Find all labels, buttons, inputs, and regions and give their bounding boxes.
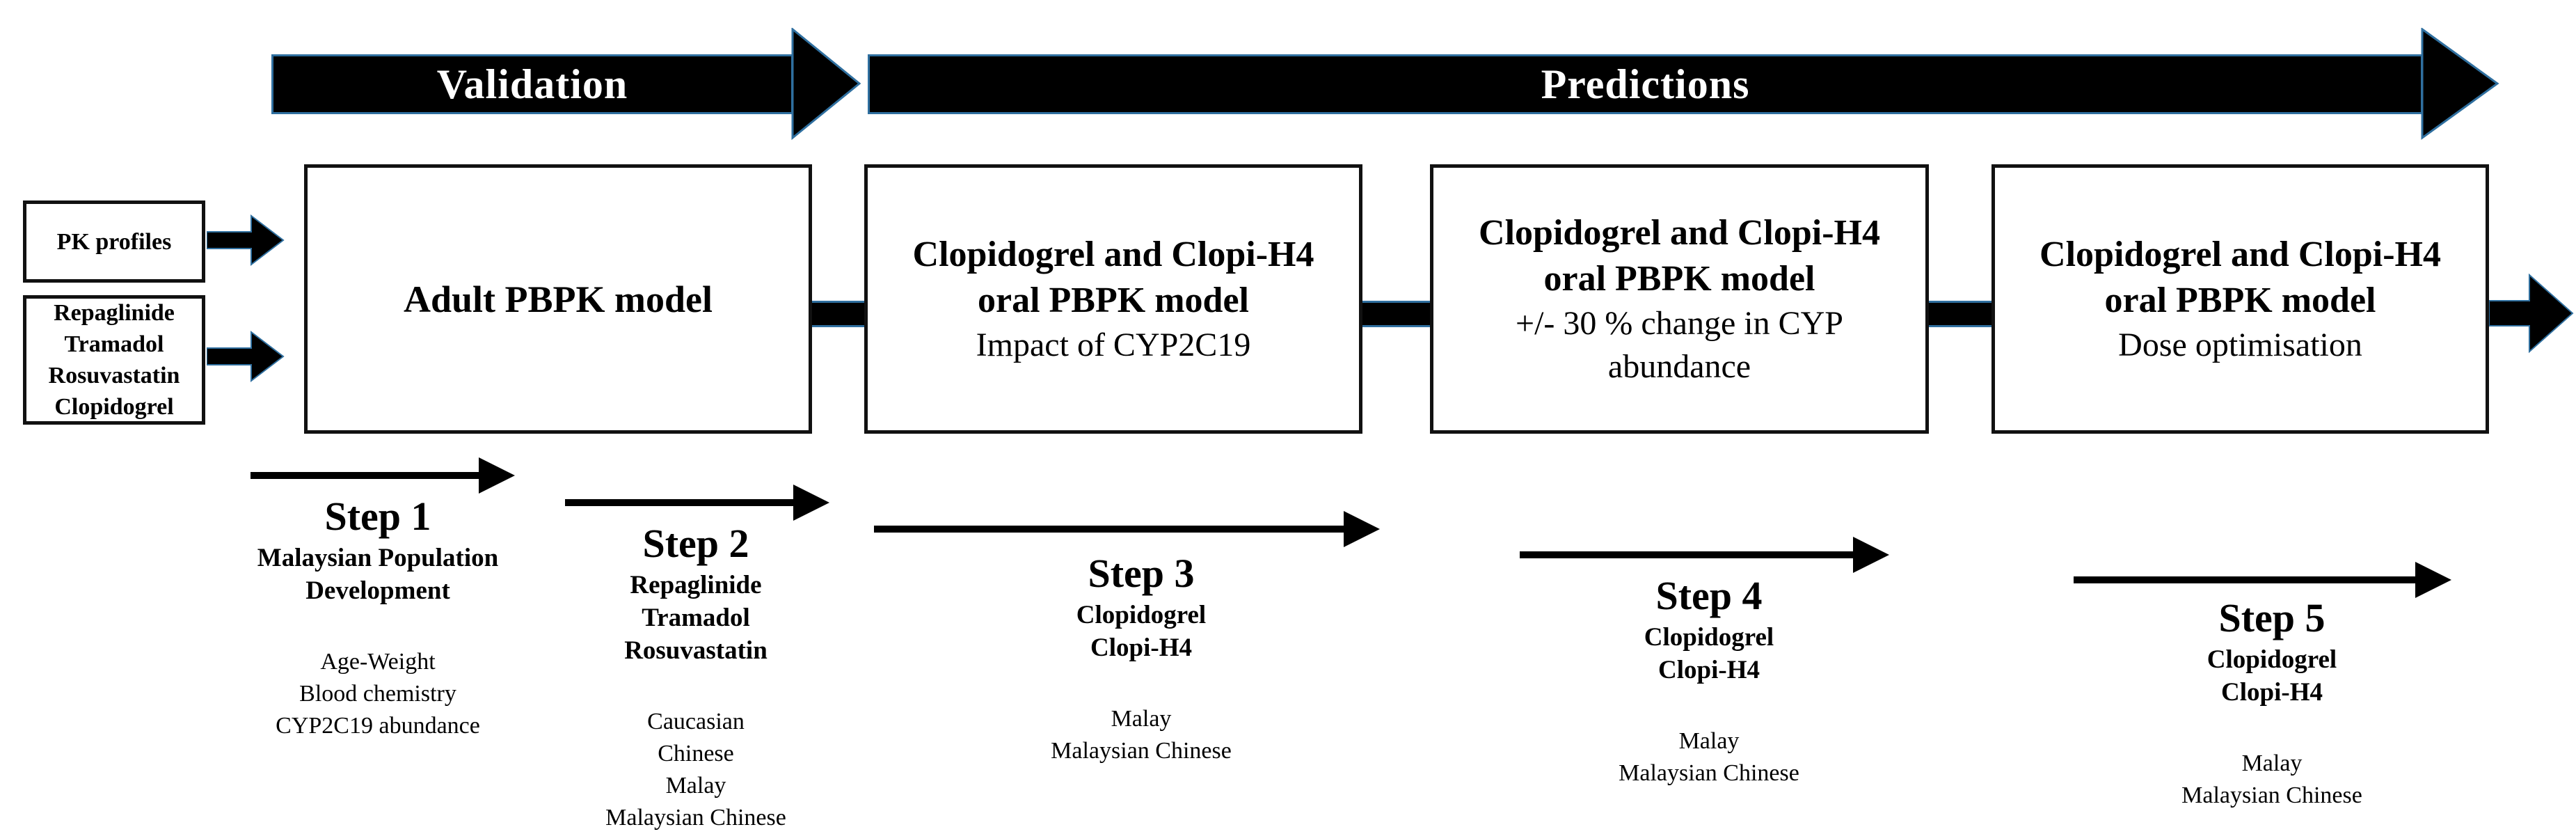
model-box-cyp2c19-impact: Clopidogrel and Clopi-H4 oral PBPK model…	[864, 164, 1362, 434]
step-bold-line: Repaglinide	[630, 571, 762, 599]
step-plain-line: Malaysian Chinese	[1051, 738, 1232, 764]
step-bold-line: Rosuvastatin	[624, 636, 768, 665]
step-plain-line: CYP2C19 abundance	[276, 713, 480, 739]
step-bold-line: Clopi-H4	[1090, 634, 1192, 662]
connector-model3-model4	[1924, 301, 1996, 327]
model-title-line: Adult PBPK model	[403, 278, 713, 320]
step-bold-line: Clopidogrel	[1076, 601, 1207, 629]
model-sub-line: Impact of CYP2C19	[976, 326, 1251, 363]
step1-arrow-icon	[251, 457, 515, 494]
step-title: Step 5	[2218, 595, 2325, 640]
model-box-dose-optimisation: Clopidogrel and Clopi-H4 oral PBPK model…	[1991, 164, 2489, 434]
step-title: Step 2	[642, 521, 749, 566]
step-plain-line: Age-Weight	[320, 649, 436, 675]
step-title: Step 3	[1088, 551, 1195, 596]
model-sub-line: abundance	[1607, 347, 1751, 385]
step-bold-line: Clopidogrel	[2207, 645, 2337, 674]
model-title-line: Clopidogrel and Clopi-H4	[912, 234, 1314, 274]
step1-block: Step 1 Malaysian Population Development …	[169, 491, 587, 742]
step-bold-line: Clopi-H4	[2221, 678, 2323, 707]
step-bold-line: Clopi-H4	[1658, 656, 1760, 684]
step-plain-line: Malay	[1111, 706, 1172, 732]
spacer	[2063, 709, 2481, 748]
step-plain-line: Chinese	[658, 741, 734, 766]
step-title: Step 1	[324, 494, 431, 539]
input-box-validation-drugs: Repaglinide Tramadol Rosuvastatin Clopid…	[23, 295, 205, 425]
step-title: Step 4	[1655, 573, 1763, 618]
step2-block: Step 2 Repaglinide Tramadol Rosuvastatin…	[487, 519, 905, 834]
validation-arrow-head-icon	[791, 28, 861, 141]
pk-profiles-arrow-icon	[207, 214, 285, 267]
step-plain-line: Malay	[1678, 728, 1740, 754]
step-plain-line: Malay	[665, 773, 726, 798]
model-title-line: oral PBPK model	[978, 280, 1249, 320]
step5-arrow-icon	[2074, 562, 2451, 598]
predictions-arrow-head-icon	[2421, 28, 2499, 140]
input-line: PK profiles	[56, 228, 172, 255]
step-bold-line: Clopidogrel	[1644, 623, 1774, 652]
connector-model2-model3	[1357, 301, 1435, 327]
step-plain-line: Malaysian Chinese	[605, 805, 786, 831]
step-plain-line: Malaysian Chinese	[1619, 760, 1799, 786]
step-bold-line: Development	[305, 576, 450, 605]
model-box-adult-pbpk: Adult PBPK model	[304, 164, 812, 434]
step-plain-line: Blood chemistry	[299, 681, 456, 707]
step-bold-line: Tramadol	[642, 604, 750, 632]
step5-block: Step 5 Clopidogrel Clopi-H4 Malay Malays…	[2063, 593, 2481, 812]
model-box-cyp-abundance-change: Clopidogrel and Clopi-H4 oral PBPK model…	[1430, 164, 1929, 434]
model-title-line: Clopidogrel and Clopi-H4	[1479, 212, 1880, 253]
input-box-pk-profiles: PK profiles	[23, 200, 205, 283]
model-sub-line: +/- 30 % change in CYP	[1516, 304, 1843, 342]
model-sub-line: Dose optimisation	[2118, 326, 2362, 363]
validation-phase-arrow: Validation	[271, 54, 793, 114]
spacer	[1500, 686, 1918, 725]
validation-phase-label: Validation	[436, 61, 628, 107]
step-bold-line: Malaysian Population	[257, 544, 499, 572]
step-plain-line: Caucasian	[647, 709, 745, 734]
predictions-phase-label: Predictions	[1541, 61, 1750, 107]
drugs-arrow-icon	[207, 330, 285, 383]
step3-arrow-icon	[874, 511, 1380, 547]
input-line: Tramadol	[64, 331, 164, 357]
step3-block: Step 3 Clopidogrel Clopi-H4 Malay Malays…	[932, 549, 1350, 767]
pbpk-workflow-diagram: { "figure": { "phases": [ { "label": "Va…	[23, 28, 2574, 831]
input-line: Rosuvastatin	[48, 363, 180, 388]
input-line: Repaglinide	[54, 300, 175, 326]
step-plain-line: Malay	[2241, 750, 2303, 776]
spacer	[932, 664, 1350, 703]
spacer	[487, 667, 905, 706]
predictions-phase-arrow: Predictions	[868, 54, 2423, 114]
connector-model1-model2	[807, 301, 870, 327]
step-plain-line: Malaysian Chinese	[2181, 782, 2362, 808]
model-title-line: oral PBPK model	[1543, 258, 1815, 299]
step4-block: Step 4 Clopidogrel Clopi-H4 Malay Malays…	[1500, 571, 1918, 789]
step2-arrow-icon	[565, 485, 829, 521]
model-title-line: oral PBPK model	[2104, 280, 2376, 320]
step4-arrow-icon	[1520, 537, 1889, 573]
model-title-line: Clopidogrel and Clopi-H4	[2040, 234, 2441, 274]
input-line: Clopidogrel	[54, 394, 174, 420]
final-output-arrow-icon	[2489, 273, 2574, 354]
